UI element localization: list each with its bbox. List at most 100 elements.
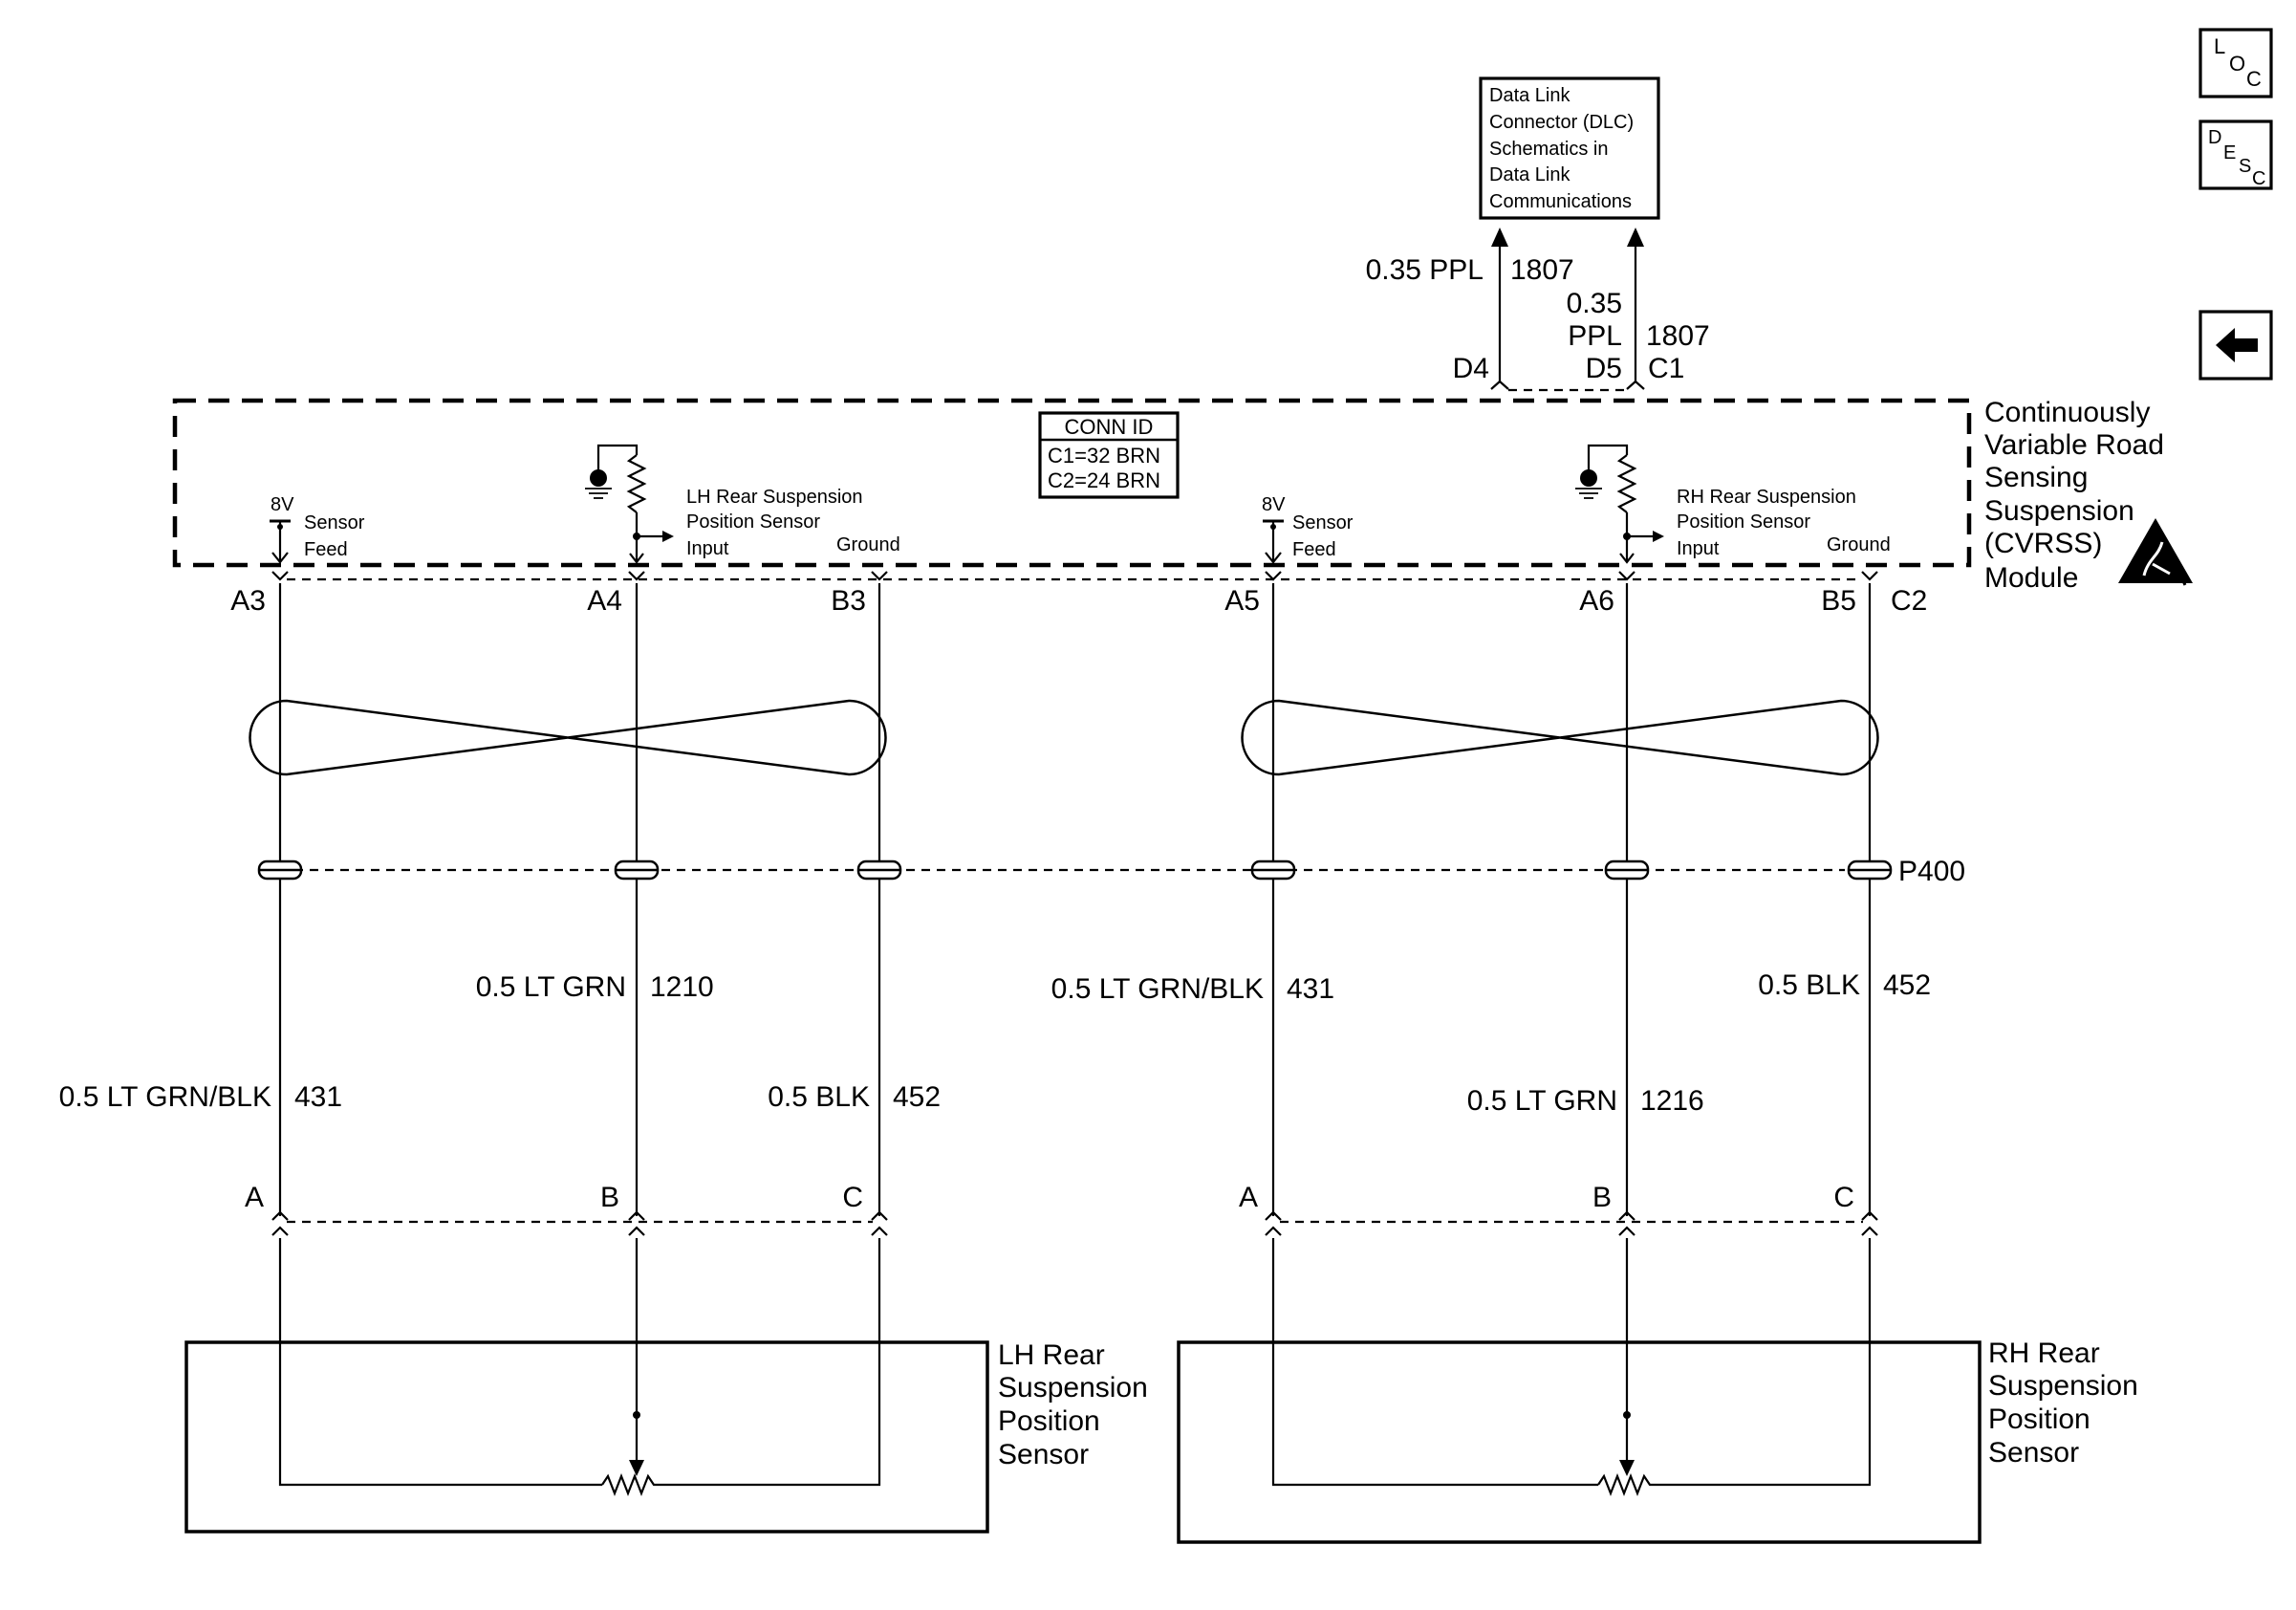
rh-component-line-4: Sensor <box>1988 1437 2079 1469</box>
lh-ground-label: Ground <box>836 534 900 555</box>
loc-letter-l: L <box>2214 34 2225 58</box>
back-button[interactable] <box>2199 310 2273 381</box>
module-name-line-5: (CVRSS) <box>1984 528 2102 559</box>
dlc-line-2: Connector (DLC) <box>1489 112 1634 133</box>
sensor-pin-marks <box>271 1210 1878 1236</box>
desc-letter-d: D <box>2208 127 2221 148</box>
lh-input-label: Input <box>686 538 729 559</box>
ground-symbol-icon <box>1575 469 1602 499</box>
cvrss-module-name: Continuously Variable Road Sensing Suspe… <box>1984 397 2164 594</box>
rh-sensor-feed-line-1: Sensor <box>1292 512 1354 533</box>
pin-b3: B3 <box>831 585 866 617</box>
potentiometer-icon <box>1597 1472 1656 1497</box>
rh-signal-sensor-pin-mark-bottom <box>1618 1226 1635 1236</box>
potentiometer-icon <box>601 1472 660 1497</box>
lh-ground-sensor-pin-mark-bottom <box>871 1226 888 1236</box>
module-name-line-6: Module <box>1984 562 2078 594</box>
rh-feed-wire-label: 0.5 LT GRN/BLK <box>1051 973 1264 1005</box>
conn-id-c1: C1=32 BRN <box>1048 444 1160 468</box>
lh-feed-sensor-pin-mark-bottom <box>271 1226 289 1236</box>
p400-marks <box>257 859 1893 881</box>
rh-signal-module-pin-mark <box>1618 571 1635 581</box>
module-pin-labels: A3 A4 B3 A5 A6 B5 C2 <box>230 585 1927 617</box>
dlc-line-4: Data Link <box>1489 164 1570 185</box>
dlc-wire-d4-label: 0.35 PPL <box>1366 254 1484 286</box>
lh-feed-sensor-pin-mark-top <box>271 1210 289 1221</box>
rh-signal-sensor-pin-mark-top <box>1618 1210 1635 1221</box>
back-arrow-icon <box>2216 328 2258 362</box>
pin-d4: D4 <box>1453 353 1489 384</box>
rh-ground-wire-label: 0.5 BLK <box>1758 969 1860 1001</box>
rh-pin-b: B <box>1592 1182 1612 1213</box>
rh-sensor-label-line-2: Position Sensor <box>1677 511 1810 533</box>
desc-letter-e: E <box>2223 142 2236 163</box>
lh-signal-wire-circuit: 1210 <box>650 971 714 1003</box>
pin-d5: D5 <box>1586 353 1622 384</box>
lh-pin-c: C <box>842 1182 863 1213</box>
lh-pin-b: B <box>600 1182 619 1213</box>
dlc-line-1: Data Link <box>1489 85 1570 106</box>
lh-feed-module-pin-mark <box>271 571 289 581</box>
rh-rear-suspension-position-sensor: RH Rear Suspension Position Sensor <box>1177 1238 2138 1544</box>
rh-sensor-feed-line-2: Feed <box>1292 539 1336 560</box>
lh-signal-sensor-pin-mark-bottom <box>628 1226 645 1236</box>
connector-c2: C2 <box>1891 585 1927 617</box>
conn-id-c2: C2=24 BRN <box>1048 468 1160 492</box>
rh-twisted-pair-symbol <box>1241 699 1879 776</box>
lh-ground-wire-circuit: 452 <box>893 1081 941 1113</box>
lh-ground-sensor-pin-mark-top <box>871 1210 888 1221</box>
sensor-pin-labels: A B C A B C <box>245 1182 1854 1213</box>
loc-button[interactable]: L O C <box>2199 28 2273 98</box>
module-name-line-3: Sensing <box>1984 462 2088 493</box>
lh-feed-wire-circuit: 431 <box>294 1081 342 1113</box>
rh-ground-module-pin-mark <box>1861 571 1878 581</box>
wire-runs <box>278 583 1872 1216</box>
lh-component-line-3: Position <box>998 1405 1100 1437</box>
dlc-line-3: Schematics in <box>1489 139 1609 160</box>
wire-labels: 0.5 LT GRN/BLK 431 0.5 LT GRN 1210 0.5 B… <box>59 969 1931 1117</box>
module-name-line-2: Variable Road <box>1984 429 2164 461</box>
loc-letter-c: C <box>2246 67 2262 91</box>
desc-letter-c: C <box>2252 168 2265 189</box>
lh-component-line-4: Sensor <box>998 1439 1089 1470</box>
conn-id-title: CONN ID <box>1065 415 1154 439</box>
dlc-wire-d4 <box>1490 228 1509 390</box>
rh-component-line-2: Suspension <box>1988 1370 2138 1402</box>
rh-internal-circuit: 8V Sensor Feed RH Rear Suspension Positi… <box>1262 444 1891 564</box>
dlc-wire-d5 <box>1626 228 1645 390</box>
lh-signal-wire-label: 0.5 LT GRN <box>476 971 626 1003</box>
lh-signal-sensor-pin-mark-top <box>628 1210 645 1221</box>
rh-signal-wire-label: 0.5 LT GRN <box>1467 1085 1617 1117</box>
lh-signal-module-pin-mark <box>628 571 645 581</box>
lh-sensor-feed-line-2: Feed <box>304 539 348 560</box>
dlc-wire-d4-circuit: 1807 <box>1510 254 1574 286</box>
rh-input-label: Input <box>1677 538 1720 559</box>
module-pin-marks <box>271 571 1878 581</box>
arrow-up-icon <box>1491 228 1508 247</box>
rh-sensor-label-line-1: RH Rear Suspension <box>1677 487 1856 508</box>
pin-a4: A4 <box>587 585 622 617</box>
lh-ground-wire-label: 0.5 BLK <box>768 1081 870 1113</box>
lh-twisted-pair-symbol <box>249 699 887 776</box>
rh-ground-sensor-pin-mark-top <box>1861 1210 1878 1221</box>
lh-pin-a: A <box>245 1182 264 1213</box>
conn-id-box: CONN ID C1=32 BRN C2=24 BRN <box>1038 411 1180 499</box>
dlc-wire-d5-label-2: PPL <box>1568 320 1622 352</box>
dlc-reference-box: Data Link Connector (DLC) Schematics in … <box>1479 76 1660 220</box>
rh-component-line-1: RH Rear <box>1988 1338 2100 1369</box>
loc-letter-o: O <box>2229 52 2245 76</box>
rh-ground-wire-circuit: 452 <box>1883 969 1931 1001</box>
pin-a5: A5 <box>1224 585 1260 617</box>
lh-rear-suspension-position-sensor: LH Rear Suspension Position Sensor <box>184 1238 1148 1534</box>
rh-feed-sensor-pin-mark-bottom <box>1265 1226 1282 1236</box>
rh-feed-module-pin-mark <box>1265 571 1282 581</box>
module-name-line-4: Suspension <box>1984 495 2134 527</box>
pin-a3: A3 <box>230 585 266 617</box>
lh-sensor-feed-line-1: Sensor <box>304 512 365 533</box>
rh-pin-c: C <box>1833 1182 1854 1213</box>
rh-feed-sensor-pin-mark-top <box>1265 1210 1282 1221</box>
rh-ground-label: Ground <box>1827 534 1891 555</box>
pin-b5: B5 <box>1821 585 1856 617</box>
desc-button[interactable]: D E S C <box>2199 120 2273 190</box>
